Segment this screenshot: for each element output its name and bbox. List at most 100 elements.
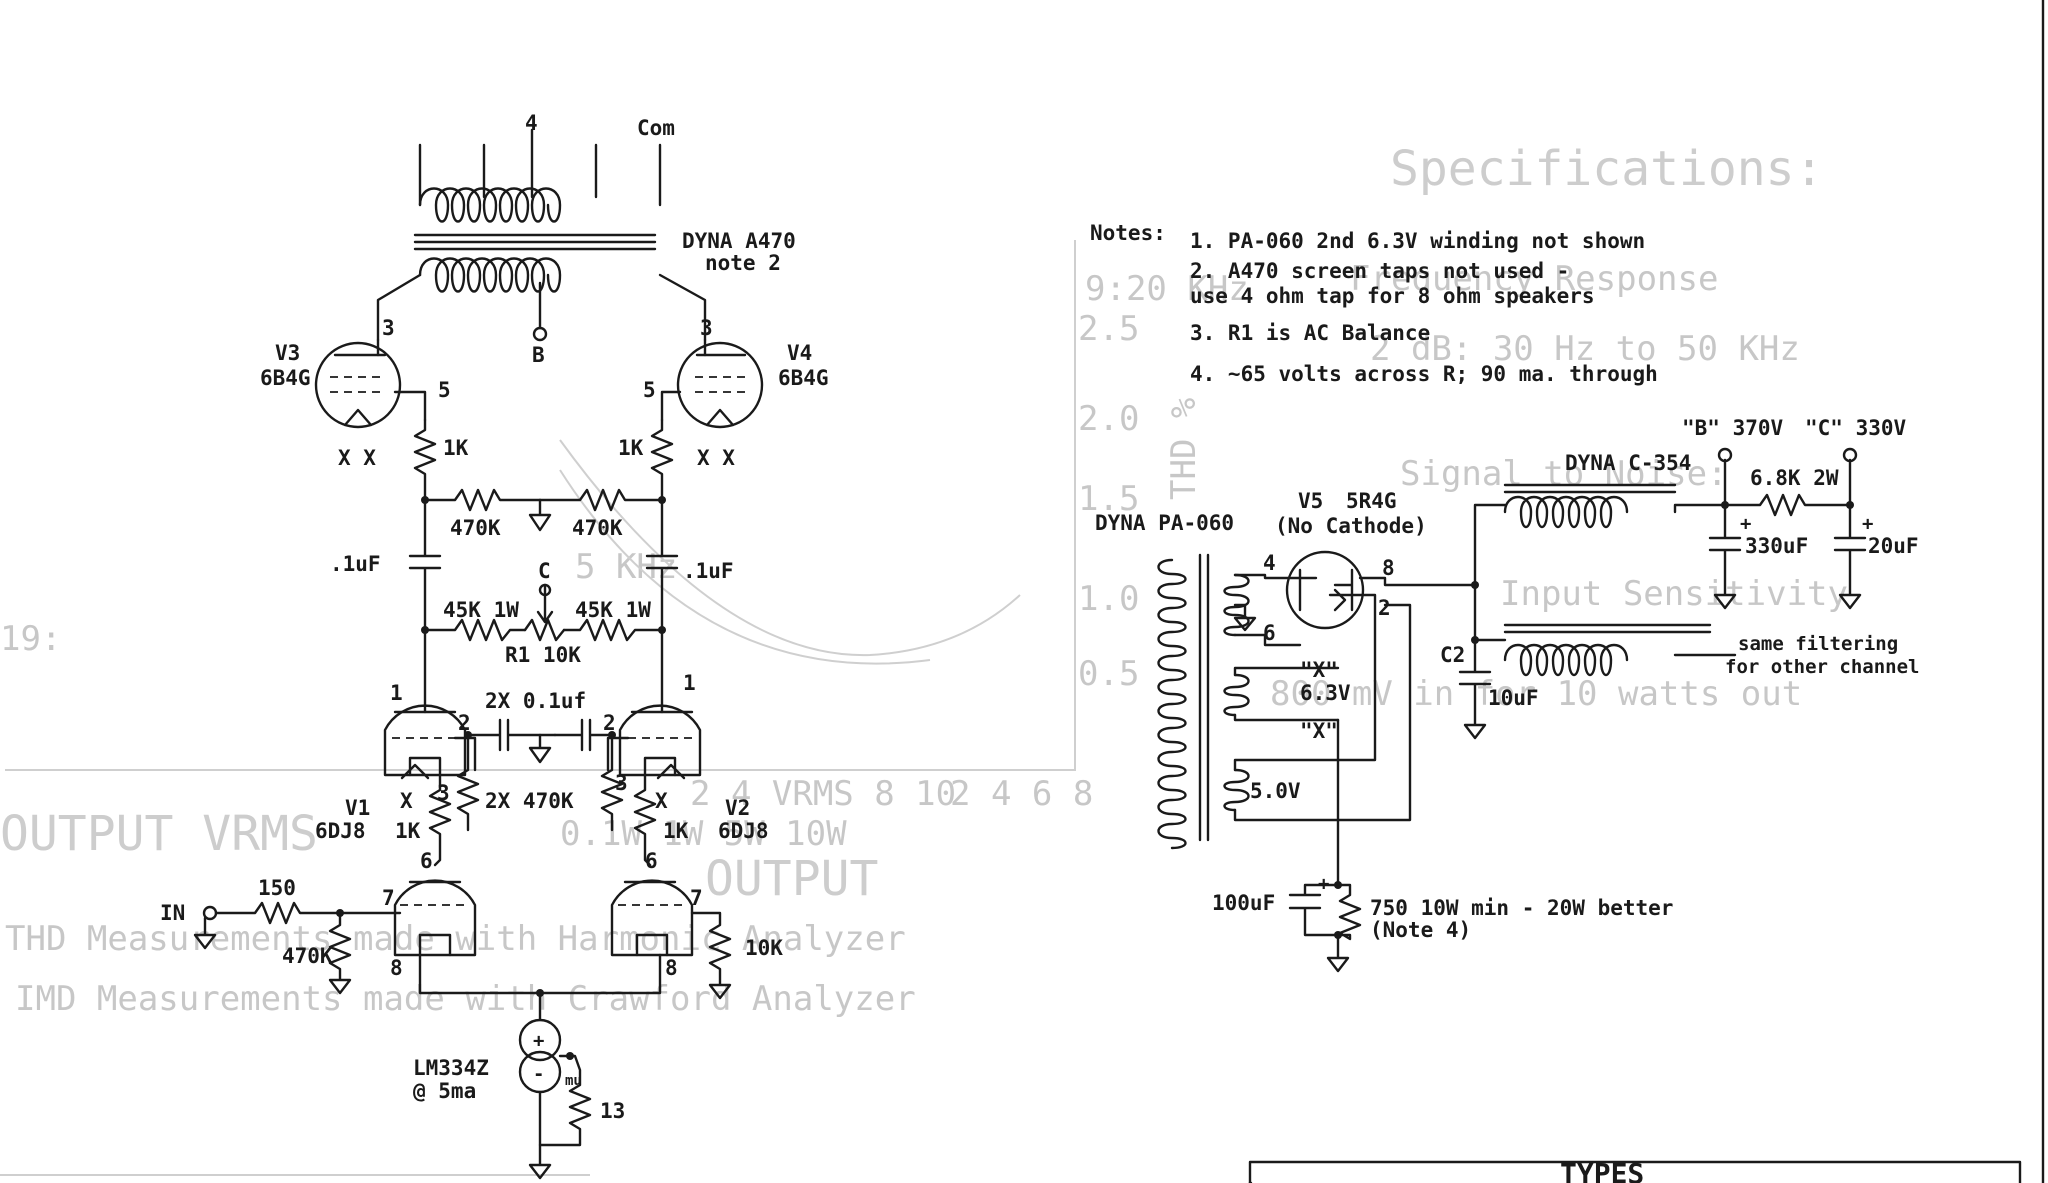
v3-type: 6B4G (260, 366, 311, 390)
v2-pin-1: 1 (683, 671, 696, 695)
primary-coil (418, 257, 562, 293)
v1-heater-arc (400, 763, 430, 780)
r-bias-left (456, 733, 480, 832)
bleed-khz-top: 9:20 KHz (1085, 269, 1249, 309)
v1-pin-6: 6 (420, 849, 433, 873)
tap-com-label: Com (637, 116, 675, 140)
same-filter-line-1: same filtering (1738, 633, 1898, 655)
hv-winding-bottom (1233, 633, 1302, 647)
wire-to-choke (1473, 503, 1507, 587)
bleed-output-1: OUTPUT VRMS (0, 806, 318, 862)
r-input-label: 150 (258, 876, 296, 900)
bias-supply: + 100uF 750 10W min - 20W better (Note 4… (1212, 718, 1673, 973)
pa060-hv-coil (1223, 573, 1250, 637)
r-filter-label: 6.8K 2W (1750, 466, 1839, 490)
primary-to-v3 (376, 273, 422, 342)
bleed-axis-ticks-b: 2 4 6 8 (950, 774, 1093, 814)
b-tap-label: B (532, 343, 545, 367)
secondary-coil (418, 187, 562, 223)
v5-output (1358, 576, 1477, 587)
bleed-v25: 2.5 (1078, 309, 1139, 349)
c2-value: 10uF (1488, 686, 1539, 710)
note-4: 4. ~65 volts across R; 90 ma. through (1190, 362, 1658, 386)
v2-lower-cathode (635, 933, 669, 957)
primary-to-v4 (658, 273, 707, 342)
a470-note: note 2 (705, 251, 781, 275)
bleed-edge-num: 19: (0, 619, 61, 659)
choke-coil (1503, 495, 1629, 529)
ccs-top-circle (518, 1018, 562, 1062)
node-b-label: "B" 370V (1682, 416, 1784, 440)
c-20-label: 20uF (1868, 534, 1919, 558)
junction-rect (1471, 581, 1479, 589)
ccs-label: LM334Z (413, 1056, 489, 1080)
r-750-note: (Note 4) (1370, 918, 1471, 942)
same-filter-line-2: for other channel (1725, 656, 1919, 678)
c-20uf (1833, 503, 1867, 610)
ground-grid-leak (528, 498, 552, 532)
r-filter (1723, 493, 1852, 517)
bleed-thd-note: THD Measurements made with Harmonic Anal… (5, 919, 906, 959)
bleed-input-label: Input Sensitivity (1500, 574, 1848, 614)
r-load-left (423, 618, 527, 642)
c2-cap (1458, 638, 1492, 740)
filter-chain: DYNA C-354 "B" 370V 6.8K 2W "C" 330V + 3… (1440, 416, 1919, 740)
ccs-mu: mu (565, 1073, 582, 1089)
c-bypass-left (466, 718, 557, 752)
v1-pin-2: 2 (458, 711, 471, 735)
c-couple-right-label: .1uF (683, 559, 734, 583)
v5-pin-8: 8 (1382, 556, 1395, 580)
r-output-grid-label: 10K (745, 936, 783, 960)
bleed-thd-axis: THD % (1164, 398, 1204, 500)
v1-lower-cathode (418, 933, 452, 957)
r-ccs-label: 13 (600, 1099, 625, 1123)
r-input-grid-label: 470K (282, 944, 333, 968)
r-input-grid (328, 911, 352, 995)
c-100uf (1288, 883, 1340, 937)
r-grid-leak-left-label: 470K (450, 516, 501, 540)
v3-pin-5: 5 (438, 378, 451, 402)
v5-type: 5R4G (1346, 489, 1397, 513)
c-100-plus: + (1318, 873, 1329, 895)
v1-pin-1: 1 (390, 681, 403, 705)
r-grid-stop-right (650, 418, 674, 502)
bleed-axis-ticks: 2 4 VRMS 8 10 (690, 774, 956, 814)
r-750 (1336, 883, 1362, 941)
node-c-out-label: "C" 330V (1805, 416, 1907, 440)
b-node-circle (532, 326, 548, 342)
r-input-series (214, 901, 402, 925)
v1-heater: X (400, 789, 413, 813)
output-transformer-a470: 4 Com DYNA A470 note 2 B (376, 111, 796, 367)
v4-type: 6B4G (778, 366, 829, 390)
r-load-right-label: 45K 1W (575, 598, 651, 622)
c-bypass-label: 2X 0.1uf (485, 689, 586, 713)
r-grid-stop-left-label: 1K (443, 436, 469, 460)
r1-label: R1 10K (505, 643, 581, 667)
v4-pin-3: 3 (700, 316, 713, 340)
wire-choke-out (1673, 503, 1727, 514)
v2-upper-envelope (618, 704, 702, 777)
r-output-grid (690, 911, 732, 1000)
v3-pin-3: 3 (382, 316, 395, 340)
v1-type: 6DJ8 (315, 819, 366, 843)
r-bias-right (600, 733, 624, 832)
c2-label: C2 (1440, 643, 1465, 667)
tap-4-label: 4 (525, 111, 538, 135)
v4-envelope (676, 341, 764, 429)
v3-filament (343, 408, 373, 427)
ccs-lm334z: + - mu 13 LM334Z @ 5ma (413, 1018, 625, 1180)
notes-block: Notes: 1. PA-060 2nd 6.3V winding not sh… (1090, 221, 1658, 386)
input-label: IN (160, 901, 185, 925)
c-couple-left-label: .1uF (330, 552, 381, 576)
winding-x2-label: "X" (1300, 719, 1338, 743)
grid-stopper-network: 1K 1K 470K 470K .1uF .1uF (330, 418, 734, 632)
ccs-r-junction (566, 1052, 574, 1060)
pa060-pin-6: 6 (1263, 621, 1276, 645)
v4-filament (705, 408, 735, 427)
ground-bypass (528, 733, 552, 764)
v5-filament (1333, 588, 1347, 612)
wire-50-top (1233, 593, 1377, 772)
r-bias-label: 2X 470K (485, 789, 574, 813)
ccs-minus: - (533, 1063, 544, 1085)
tube-v4: 3 5 V4 6B4G X X (643, 316, 829, 470)
